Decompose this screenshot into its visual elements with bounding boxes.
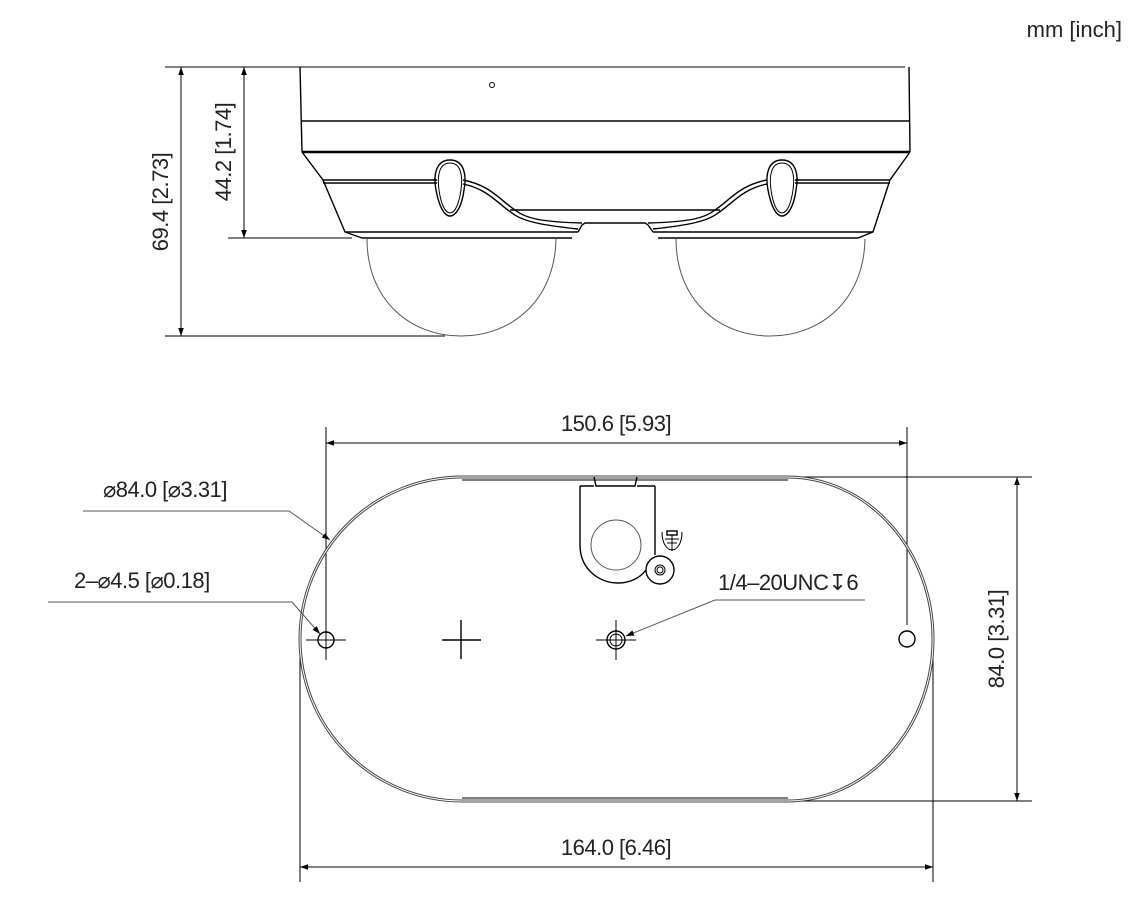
- callout-mount-holes: 2–⌀4.5 [⌀0.18]: [74, 568, 210, 593]
- side-view: 69.4 [2.73] 44.2 [1.74]: [148, 66, 911, 337]
- right-dome: [675, 238, 866, 337]
- ground-symbol-icon: [661, 530, 683, 551]
- left-dome: [366, 238, 557, 337]
- mount-hole-right: [898, 630, 916, 648]
- dim-overall-width: 84.0 [3.31]: [984, 590, 1009, 688]
- dim-hole-spacing: 150.6 [5.93]: [561, 411, 671, 436]
- right-screw-cover: [766, 159, 798, 217]
- mic-hole-icon: [489, 82, 495, 88]
- dim-overall-length: 164.0 [6.46]: [561, 835, 671, 860]
- callout-tripod-thread: 1/4–20UNC↧6: [718, 570, 858, 595]
- cable-bracket: [579, 476, 675, 585]
- center-mark: [442, 620, 481, 659]
- tripod-thread-hole: [596, 620, 636, 660]
- dim-body-height: 44.2 [1.74]: [211, 103, 236, 201]
- dim-overall-height: 69.4 [2.73]: [148, 153, 173, 251]
- left-screw-cover: [434, 159, 466, 217]
- mount-hole-left: [306, 622, 346, 660]
- bottom-view: 150.6 [5.93] 164.0 [6.46] 84.0 [3.31] ⌀8…: [48, 411, 1032, 882]
- units-label: mm [inch]: [1027, 17, 1122, 42]
- callout-end-radius: ⌀84.0 [⌀3.31]: [103, 477, 227, 502]
